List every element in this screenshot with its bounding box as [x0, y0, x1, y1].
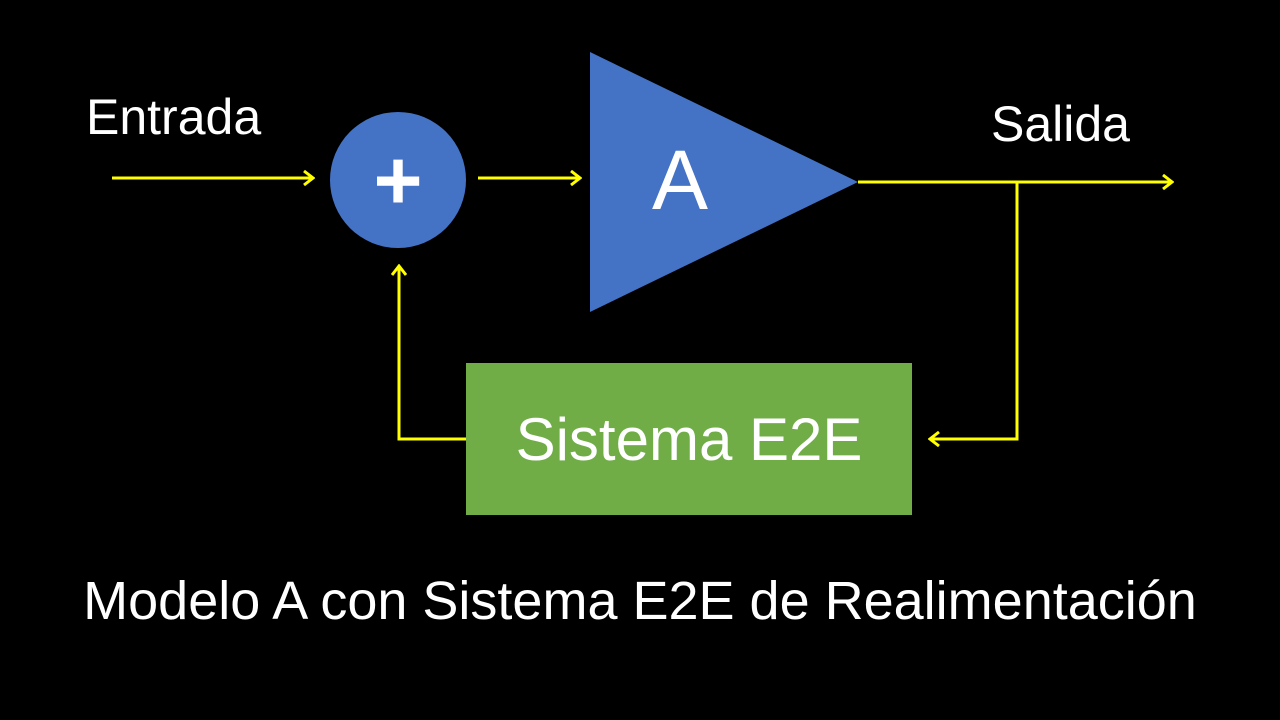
feedback-block-label: Sistema E2E: [515, 405, 863, 473]
output-label: Salida: [991, 96, 1130, 152]
feedback-path-to-summer: [399, 266, 466, 441]
summing-junction: [330, 112, 466, 248]
input-label: Entrada: [86, 89, 262, 145]
amplifier-gain-label: A: [651, 133, 709, 227]
feedback-block: Sistema E2E: [466, 363, 912, 515]
feedback-path-to-block: [930, 182, 1019, 439]
summer-plus-symbol: +: [373, 133, 423, 227]
amplifier-triangle: [590, 52, 858, 312]
diagram-caption: Modelo A con Sistema E2E de Realimentaci…: [83, 571, 1197, 631]
